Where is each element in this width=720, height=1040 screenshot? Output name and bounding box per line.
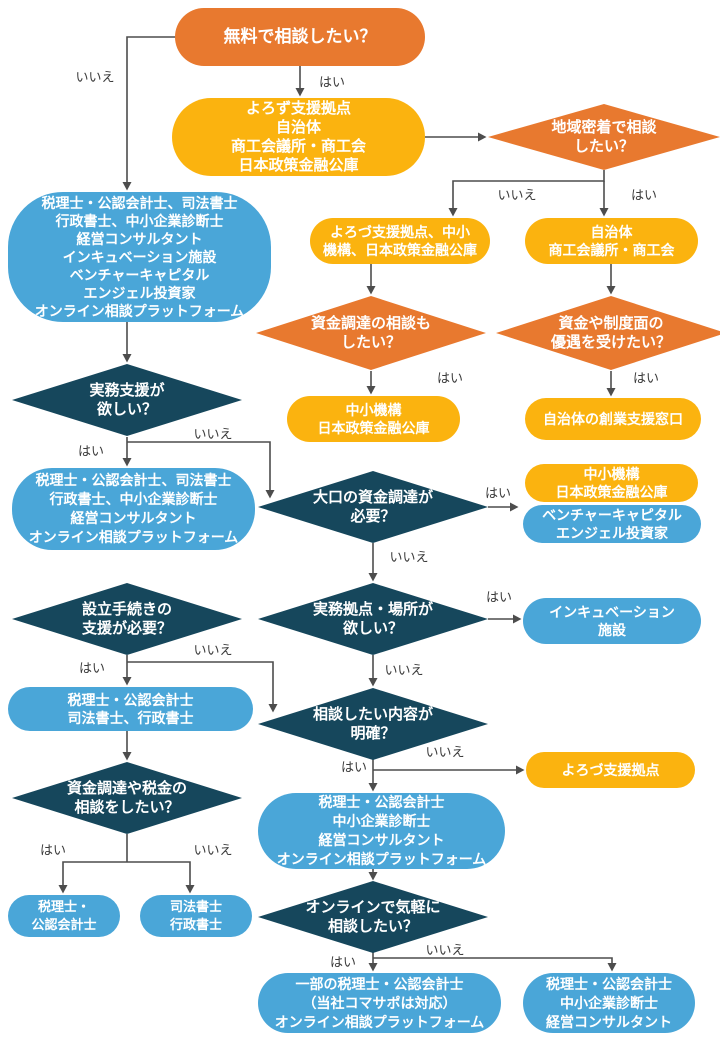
edge-label-tax-no: いいえ [193,842,233,858]
node-practical-yes-result: 税理士・公認会計士、司法書士行政書士、中小企業診断士経営コンサルタントオンライン… [12,468,255,550]
edge-tax-no [127,861,195,894]
node-free-resources: よろず支援拠点自治体商工会議所・商工会日本政策金融公庫 [172,98,425,176]
edge-label-setup-no: いいえ [193,642,233,658]
edge-label-local-no: いいえ [497,187,537,203]
node-funding-also-result: 中小機構日本政策金融公庫 [287,396,460,442]
edge-label-local-yes: はい [630,187,658,203]
node-tax-yes-result: 税理士・公認会計士 [8,895,120,937]
edge-label-funding-also-yes: はい [436,370,464,386]
node-clear-topic-yes-result: 税理士・公認会計士中小企業診断士経営コンサルタントオンライン相談プラットフォーム [258,793,505,869]
edge-setup-no [127,661,278,713]
edge-label-incentive-yes: はい [632,370,660,386]
node-setup-yes-result: 税理士・公認会計士司法書士、行政書士 [8,687,253,731]
edge-local-no [448,170,605,217]
edge-label-tax-yes: はい [39,842,67,858]
edge-label-large-funding-yes: はい [484,485,512,501]
edge-label-large-funding-no: いいえ [389,549,429,565]
edge-tax-yes [58,861,127,894]
edge-start-no [122,36,176,191]
node-incentive-result: 自治体の創業支援窓口 [525,398,701,440]
edge-label-online-yes: はい [329,954,357,970]
node-online-no-result: 税理士・公認会計士中小企業診断士経営コンサルタント [523,973,695,1033]
node-online-yes-result: 一部の税理士・公認会計士（当社コマサポは対応）オンライン相談プラットフォーム [258,973,501,1033]
edge-label-location-yes: はい [485,589,513,605]
node-location-result: インキュベーション施設 [523,598,701,644]
edge-label-start-no: いいえ [75,69,115,85]
node-large-funding-yellow-result: 中小機構日本政策金融公庫 [525,464,698,502]
edge-label-clear-topic-no: いいえ [425,744,465,760]
node-clear-topic-no-result: よろづ支援拠点 [526,752,695,788]
edge-label-practical-no: いいえ [193,426,233,442]
node-paid-resources: 税理士・公認会計士、司法書士行政書士、中小企業診断士経営コンサルタントインキュベ… [8,192,271,322]
node-tax-no-result: 司法書士行政書士 [140,895,252,937]
edge-label-clear-topic-yes: はい [340,759,368,775]
node-start-question: 無料で相談したい？ [175,8,425,66]
node-not-local-result: よろづ支援拠点、中小機構、日本政策金融公庫 [310,218,490,264]
edge-online-no [373,957,617,972]
edge-label-setup-yes: はい [78,660,106,676]
node-large-funding-blue-result: ベンチャーキャピタルエンジェル投資家 [523,505,701,543]
edge-label-online-no: いいえ [425,942,465,958]
edge-label-location-no: いいえ [384,662,424,678]
edge-practical-no [127,441,275,499]
edge-label-practical-yes: はい [77,443,105,459]
edge-label-start-yes: はい [318,74,346,90]
node-local-result: 自治体商工会議所・商工会 [525,218,698,264]
